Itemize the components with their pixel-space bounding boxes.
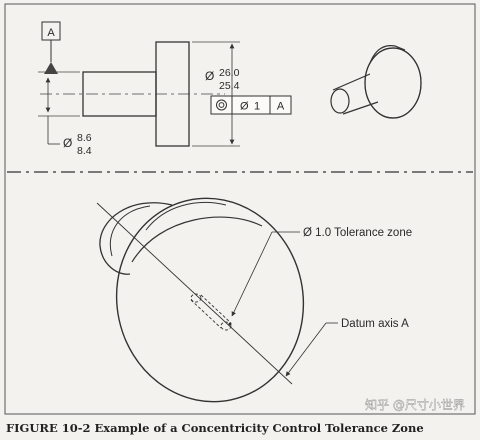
minor-dia-lower: 8.4 xyxy=(77,145,92,157)
fcf-tolerance: 1 xyxy=(254,101,260,113)
fcf-diameter-symbol: Ø xyxy=(240,101,249,113)
major-dia-lower: 25.4 xyxy=(219,80,240,92)
figure-frame xyxy=(4,3,476,415)
minor-dia-symbol: Ø xyxy=(63,136,72,150)
datum-axis-line xyxy=(96,202,293,385)
fcf-datum: A xyxy=(277,101,285,113)
minor-dia-upper: 8.6 xyxy=(77,132,92,144)
tolerance-zone-label: Ø 1.0 Tolerance zone xyxy=(303,227,412,239)
major-dia-symbol: Ø xyxy=(205,69,214,83)
isometric-view: Ø 1.0 Tolerance zone Datum axis A xyxy=(96,197,412,403)
concentricity-icon xyxy=(216,99,227,111)
isometric-thumbnail xyxy=(330,45,422,119)
flange-face xyxy=(115,197,305,403)
feature-control-frame: Ø 1 A xyxy=(210,95,292,115)
major-dia-upper: 26.0 xyxy=(219,67,240,79)
shaft-cylinder xyxy=(99,202,173,275)
datum-triangle xyxy=(44,62,58,74)
datum-letter: A xyxy=(47,27,55,39)
orthographic-view: A Ø 8.6 8.4 Ø 26.0 25.4 Ø xyxy=(38,21,292,157)
datum-axis-label: Datum axis A xyxy=(341,318,409,330)
figure-caption: FIGURE 10-2 Example of a Concentricity C… xyxy=(6,421,424,435)
watermark: 知乎 @尺寸小世界 xyxy=(365,398,465,412)
